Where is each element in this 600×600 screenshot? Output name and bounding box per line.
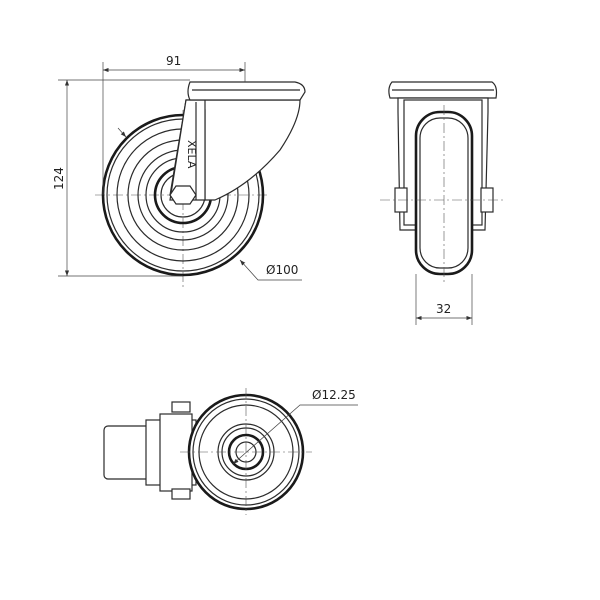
dimension-wheel-diameter-label: Ø100 bbox=[266, 263, 298, 277]
dimension-wheel-width-label: 32 bbox=[436, 302, 451, 316]
logo-text: XELA bbox=[185, 140, 198, 169]
dimension-height-label: 124 bbox=[52, 167, 66, 190]
dimension-width-label: 91 bbox=[166, 54, 181, 68]
dimension-bore-diameter-label: Ø12.25 bbox=[312, 388, 356, 402]
front-view: 32 bbox=[380, 81, 505, 325]
side-view: XELA 91 124 Ø100 bbox=[52, 54, 306, 290]
bottom-view: Ø12.25 bbox=[103, 388, 358, 515]
